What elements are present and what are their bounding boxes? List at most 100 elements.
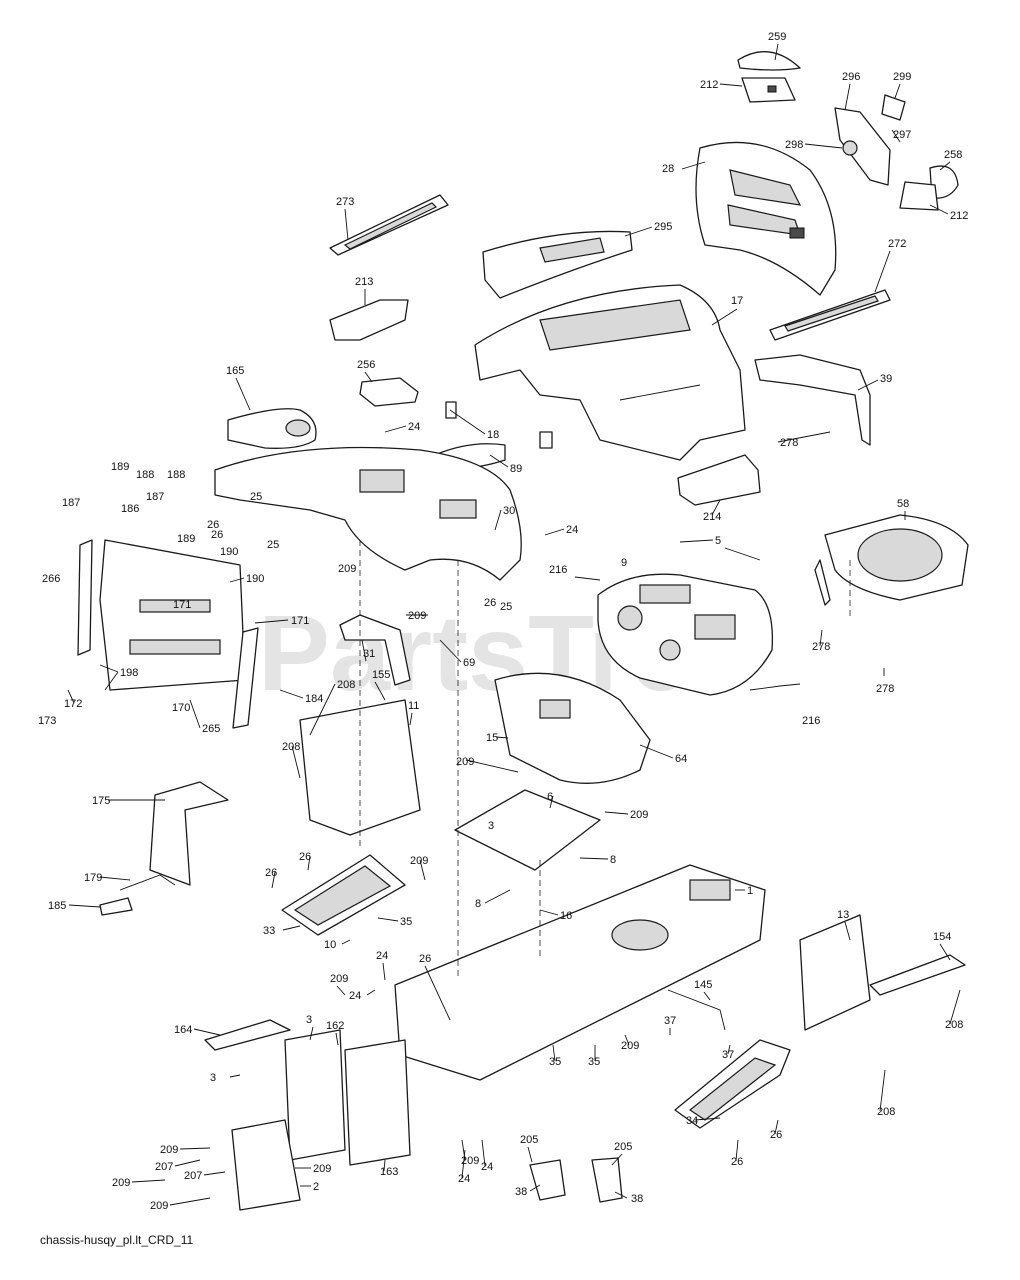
callout-label: 265	[202, 723, 220, 735]
part-64-mount-plate	[494, 672, 651, 784]
callout-label: 209	[461, 1155, 479, 1167]
callout-label: 64	[675, 753, 687, 765]
callout-label: 214	[703, 511, 721, 523]
callout-label: 190	[246, 573, 264, 585]
callout-label: 205	[520, 1134, 538, 1146]
part-212-light-bracket	[741, 77, 796, 103]
callout-label: 278	[812, 641, 830, 653]
callout-label: 24	[349, 990, 361, 1002]
part-175-shield	[149, 781, 229, 886]
callout-label: 39	[880, 373, 892, 385]
part-38-bracket-left	[529, 1159, 566, 1201]
callout-label: 163	[380, 1166, 398, 1178]
part-17-hood	[474, 284, 746, 461]
callout-label: 25	[267, 539, 279, 551]
callout-label: 26	[484, 597, 496, 609]
callout-label: 209	[456, 756, 474, 768]
callout-label: 26	[207, 519, 219, 531]
callout-label: 33	[263, 925, 275, 937]
callout-label: 28	[662, 163, 674, 175]
callout-label: 189	[177, 533, 195, 545]
callout-label: 207	[184, 1170, 202, 1182]
part-18-decal	[445, 401, 553, 449]
callout-label: 24	[481, 1161, 493, 1173]
part-259-light-lens	[737, 51, 801, 71]
callout-label: 209	[630, 809, 648, 821]
callout-label: 209	[338, 563, 356, 575]
callout-label: 25	[250, 491, 262, 503]
part-164-bracket	[204, 1019, 291, 1051]
part-265-side-trim-right	[232, 627, 259, 729]
part-273-side-grille-left	[329, 194, 449, 256]
callout-label: 34	[686, 1115, 698, 1127]
callout-label: 17	[731, 295, 743, 307]
callout-label: 179	[84, 872, 102, 884]
part-154-hitch	[869, 954, 966, 996]
callout-label: 10	[324, 939, 336, 951]
callout-label: 37	[664, 1015, 676, 1027]
callout-label: 278	[780, 437, 798, 449]
callout-label: 26	[419, 953, 431, 965]
callout-label: 278	[876, 683, 894, 695]
callout-label: 58	[897, 498, 909, 510]
callout-label: 5	[715, 535, 721, 547]
callout-label: 212	[700, 79, 718, 91]
callout-label: 16	[560, 910, 572, 922]
callout-label: 11	[408, 700, 419, 712]
callout-label: 216	[549, 564, 567, 576]
callout-label: 26	[770, 1129, 782, 1141]
callout-label: 207	[155, 1161, 173, 1173]
part-11-side-plate	[299, 699, 421, 836]
callout-label: 273	[336, 196, 354, 208]
callout-label: 299	[893, 71, 911, 83]
callout-label: 208	[337, 679, 355, 691]
callout-label: 298	[785, 139, 803, 151]
callout-label: 165	[226, 365, 244, 377]
callout-label: 9	[621, 557, 627, 569]
callout-label: 216	[802, 715, 820, 727]
callout-label: 35	[400, 916, 412, 928]
part-299-emblem	[881, 94, 906, 121]
callout-label: 26	[731, 1156, 743, 1168]
callout-label: 185	[48, 900, 66, 912]
part-13-rear-bracket	[799, 914, 871, 1031]
callout-label: 30	[503, 505, 515, 517]
callout-label: 145	[694, 979, 712, 991]
leader-lines	[67, 43, 961, 1206]
callout-label: 208	[877, 1106, 895, 1118]
callout-label: 154	[933, 931, 951, 943]
callout-label: 3	[488, 820, 494, 832]
callout-label: 190	[220, 546, 238, 558]
part-34-footrest-right	[674, 1039, 791, 1129]
callout-label: 209	[330, 973, 348, 985]
callout-label: 8	[610, 854, 616, 866]
part-213-dash-insert	[329, 299, 409, 341]
part-39-hood-bracket	[754, 354, 871, 446]
callout-label: 35	[549, 1056, 561, 1068]
callout-label: 187	[62, 497, 80, 509]
callout-label: 198	[120, 667, 138, 679]
callout-label: 171	[173, 599, 191, 611]
part-9-dash-panel	[597, 573, 774, 696]
callout-label: 296	[842, 71, 860, 83]
callout-label: 13	[837, 909, 849, 921]
callout-label: 295	[654, 221, 672, 233]
callout-label: 189	[111, 461, 129, 473]
part-296-grille-panel	[834, 107, 891, 186]
callout-label: 171	[291, 615, 309, 627]
part-266-side-trim	[77, 539, 93, 656]
callout-label: 38	[515, 1186, 527, 1198]
part-165-seat-cover	[227, 408, 317, 449]
callout-label: 266	[42, 573, 60, 585]
callout-label: 259	[768, 31, 786, 43]
callout-label: 187	[146, 491, 164, 503]
callout-label: 26	[265, 867, 277, 879]
callout-label: 24	[458, 1173, 470, 1185]
part-145-strap	[667, 989, 726, 1031]
part-31-bracket	[339, 614, 411, 686]
callout-label: 208	[945, 1019, 963, 1031]
diagram-caption: chassis-husqy_pl.lt_CRD_11	[40, 1233, 194, 1247]
callout-label: 188	[136, 469, 154, 481]
part-58-seat-pan	[814, 514, 969, 606]
part-256-fuel-door	[359, 377, 419, 407]
